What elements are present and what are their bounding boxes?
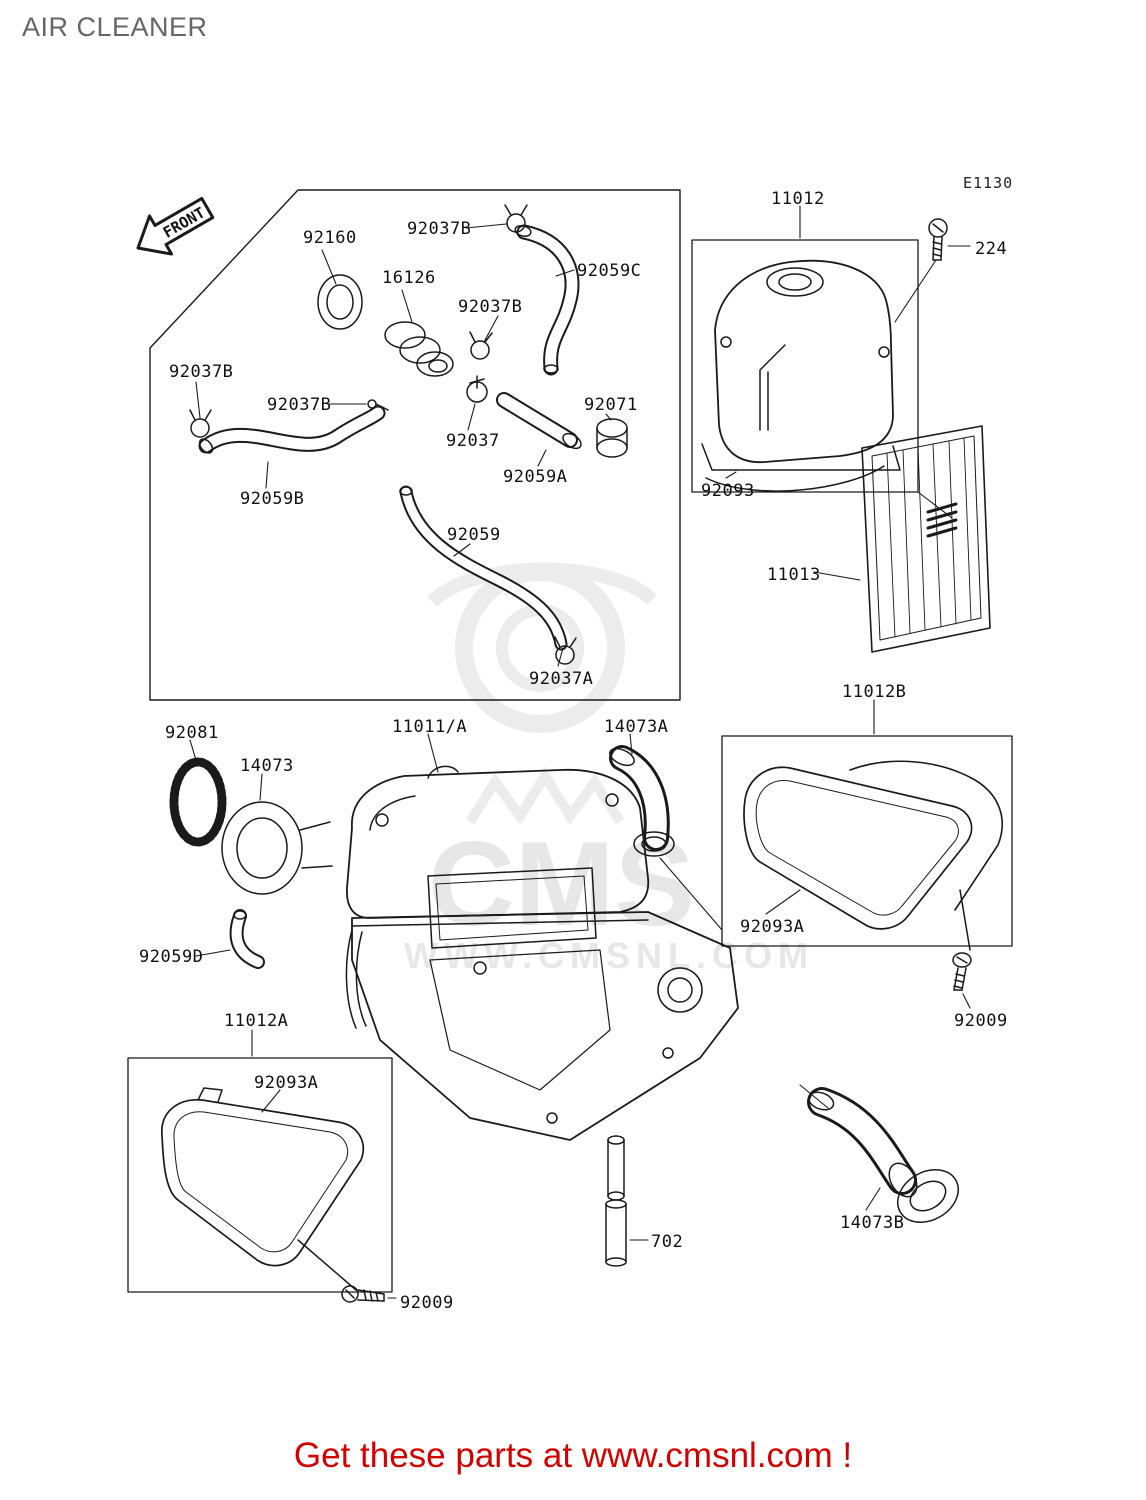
air-cleaner-cap-drawing bbox=[691, 239, 919, 493]
part-label-14073b: 14073B bbox=[840, 1213, 905, 1233]
part-label-92037: 92037 bbox=[446, 431, 500, 451]
drain-tube-drawing bbox=[605, 1135, 627, 1267]
front-arrow-icon: FRONT bbox=[136, 196, 215, 256]
screw-92009-left-drawing bbox=[341, 1285, 385, 1303]
part-label-16126: 16126 bbox=[382, 268, 436, 288]
diagram-code: E1130 bbox=[963, 174, 1014, 192]
part-label-92059d: 92059D bbox=[139, 947, 204, 967]
part-label-224: 224 bbox=[975, 239, 1008, 259]
page-title: AIR CLEANER bbox=[22, 12, 208, 42]
screw-92009-right-drawing bbox=[952, 952, 972, 991]
part-label-11011a: 11011/A bbox=[392, 717, 468, 737]
part-label-92009-left: 92009 bbox=[400, 1293, 454, 1313]
part-label-92037b-inner: 92037B bbox=[267, 395, 332, 415]
clamp-icon bbox=[189, 204, 577, 665]
part-label-11012b: 11012B bbox=[842, 682, 907, 702]
part-label-92093a-left: 92093A bbox=[254, 1073, 319, 1093]
part-label-92071: 92071 bbox=[584, 395, 638, 415]
part-label-92059b: 92059B bbox=[240, 489, 305, 509]
part-label-92093: 92093 bbox=[701, 481, 755, 501]
part-label-14073: 14073 bbox=[240, 756, 294, 776]
part-label-92037b-top: 92037B bbox=[407, 219, 472, 239]
intake-duct-drawing bbox=[807, 1087, 959, 1223]
screw-224-drawing bbox=[928, 218, 948, 261]
footer-link[interactable]: Get these parts at www.cmsnl.com ! bbox=[293, 1436, 853, 1475]
part-label-92037b-mid: 92037B bbox=[458, 297, 523, 317]
air-filter-element-drawing bbox=[861, 425, 991, 653]
part-label-14073a: 14073A bbox=[604, 717, 669, 737]
part-label-92081: 92081 bbox=[165, 723, 219, 743]
upper-left-assembly-drawing bbox=[149, 189, 681, 701]
watermark: CMS WWW.CMSNL.COM bbox=[404, 562, 814, 976]
watermark-url: WWW.CMSNL.COM bbox=[404, 935, 814, 976]
right-cover-assembly-drawing bbox=[721, 735, 1013, 951]
part-label-92009-right: 92009 bbox=[954, 1011, 1008, 1031]
part-label-92037a: 92037A bbox=[529, 669, 594, 689]
part-label-11012: 11012 bbox=[771, 189, 825, 209]
part-label-92093a-right: 92093A bbox=[740, 917, 805, 937]
main-airbox-drawing bbox=[169, 745, 739, 1141]
leader-lines bbox=[189, 205, 971, 1299]
part-label-92059c: 92059C bbox=[577, 261, 642, 281]
part-label-11013: 11013 bbox=[767, 565, 821, 585]
left-cover-assembly-drawing bbox=[127, 1057, 393, 1293]
part-label-11012a: 11012A bbox=[224, 1011, 289, 1031]
part-label-92160: 92160 bbox=[303, 228, 357, 248]
part-label-92059a: 92059A bbox=[503, 467, 568, 487]
part-label-92037b-left: 92037B bbox=[169, 362, 234, 382]
part-label-92059: 92059 bbox=[447, 525, 501, 545]
part-label-702: 702 bbox=[651, 1232, 684, 1252]
